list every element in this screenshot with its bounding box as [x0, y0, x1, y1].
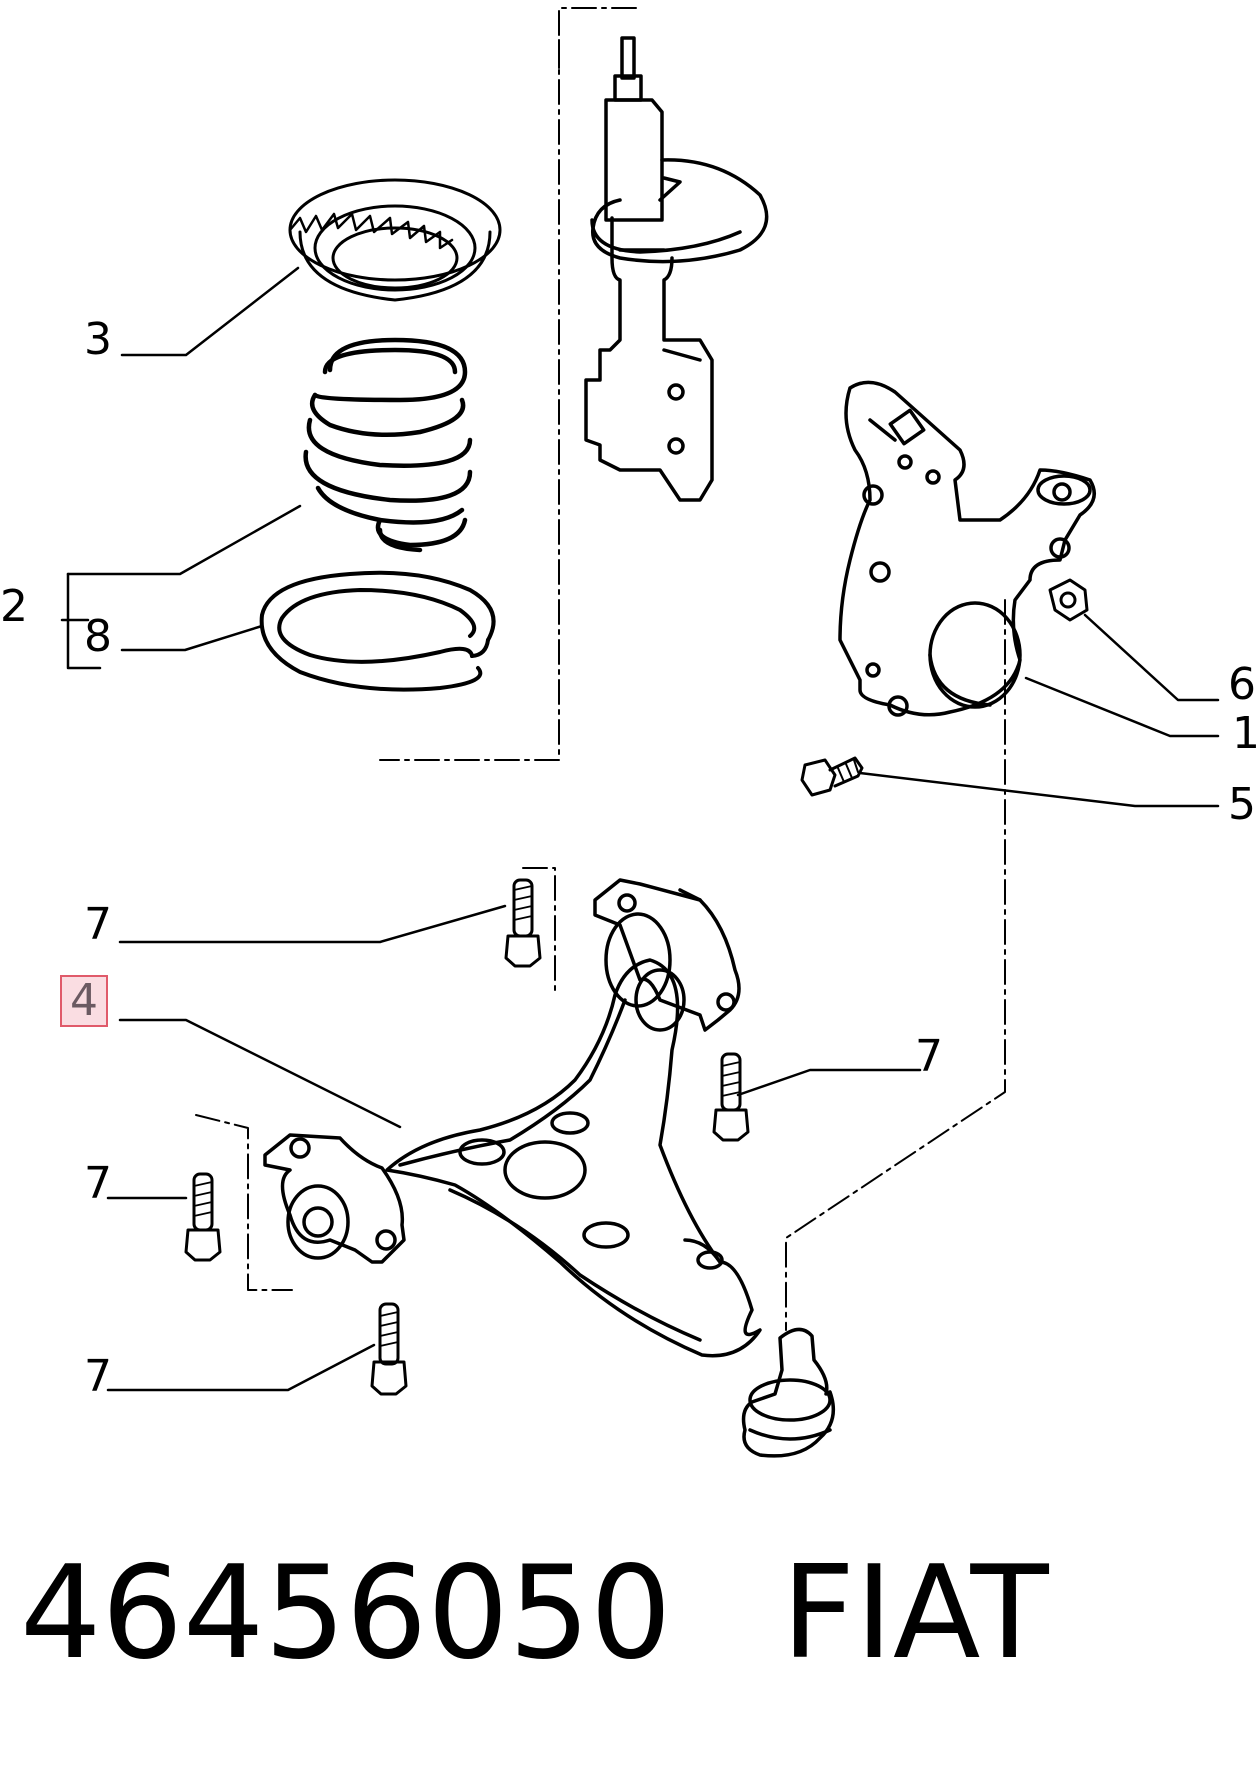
bolt-7b — [712, 1052, 750, 1142]
callout-3: 3 — [84, 314, 112, 365]
control-arm — [263, 878, 836, 1458]
callout-1: 1 — [1232, 708, 1259, 759]
bolt-7d — [370, 1302, 408, 1396]
bolt-7a — [504, 878, 542, 968]
spring-insulator-ring — [259, 570, 496, 692]
callout-5: 5 — [1228, 779, 1256, 830]
callout-6: 6 — [1228, 659, 1256, 710]
callout-7-rear: 7 — [84, 1158, 112, 1209]
assembly-lines — [195, 7, 1006, 1331]
coil-spring — [303, 337, 473, 553]
callout-2: 2 — [0, 581, 28, 632]
part-number: 46456050 — [20, 1539, 672, 1688]
arm-bolts — [184, 878, 750, 1396]
callout-7-front: 7 — [915, 1031, 943, 1082]
callout-7-lower: 7 — [84, 1351, 112, 1402]
steering-knuckle — [838, 380, 1096, 717]
spring-seat — [288, 178, 502, 302]
callout-8: 8 — [84, 611, 112, 662]
strut-shock-absorber — [584, 36, 769, 502]
knuckle-bolt — [800, 756, 864, 797]
callout-7-upper: 7 — [84, 899, 112, 950]
brand-name: FIAT — [781, 1539, 1049, 1688]
bolt-7c — [184, 1172, 222, 1262]
callout-4-control-arm[interactable]: 4 — [60, 975, 108, 1027]
leader-lines — [60, 266, 1220, 1392]
nut — [1048, 578, 1089, 622]
